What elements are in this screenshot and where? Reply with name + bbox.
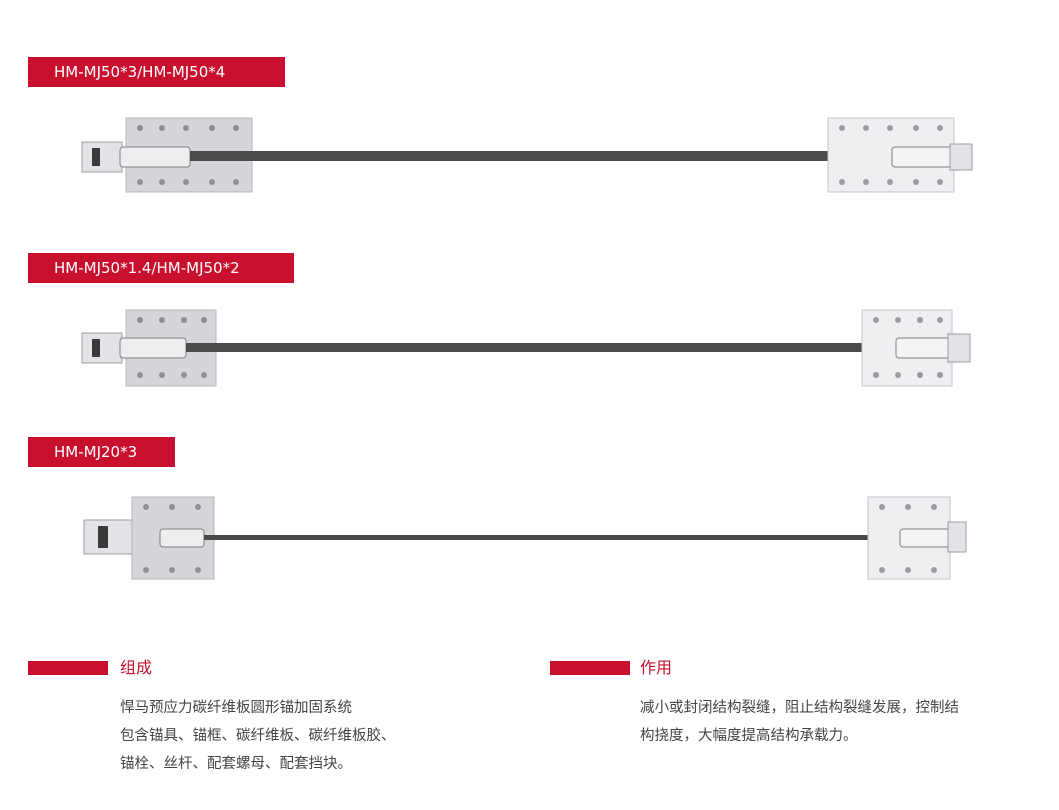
composition-line-1: 悍马预应力碳纤维板圆形锚加固系统 (120, 700, 352, 716)
product-tag-2: HM-MJ50*1.4/HM-MJ50*2 (28, 253, 294, 283)
composition-line-3: 锚栓、丝杆、配套螺母、配套挡块。 (120, 756, 352, 772)
function-title: 作用 (640, 658, 673, 677)
left-anchor (81, 117, 253, 193)
anchor-assembly-1 (0, 110, 1059, 200)
right-anchor (861, 309, 971, 387)
function-text: 减小或封闭结构裂缝，阻止结构裂缝发展，控制结 构挠度，大幅度提高结构承载力。 (640, 694, 959, 750)
anchor-assembly-2 (0, 305, 1059, 395)
function-bar (550, 661, 630, 675)
carbon-plate (186, 343, 898, 352)
function-line-2: 构挠度，大幅度提高结构承载力。 (640, 728, 858, 744)
product-tag-3: HM-MJ20*3 (28, 437, 175, 467)
function-line-1: 减小或封闭结构裂缝，阻止结构裂缝发展，控制结 (640, 700, 959, 716)
right-anchor (867, 496, 967, 580)
composition-text: 悍马预应力碳纤维板圆形锚加固系统 包含锚具、锚框、碳纤维板、碳纤维板胶、 锚栓、… (120, 694, 396, 778)
composition-line-2: 包含锚具、锚框、碳纤维板、碳纤维板胶、 (120, 728, 396, 744)
anchor-assembly-3 (0, 492, 1059, 584)
product-tag-1: HM-MJ50*3/HM-MJ50*4 (28, 57, 285, 87)
composition-title: 组成 (120, 658, 153, 677)
carbon-plate (204, 535, 904, 540)
left-anchor (83, 496, 215, 580)
composition-bar (28, 661, 108, 675)
carbon-plate (190, 151, 902, 161)
right-anchor (827, 117, 973, 193)
